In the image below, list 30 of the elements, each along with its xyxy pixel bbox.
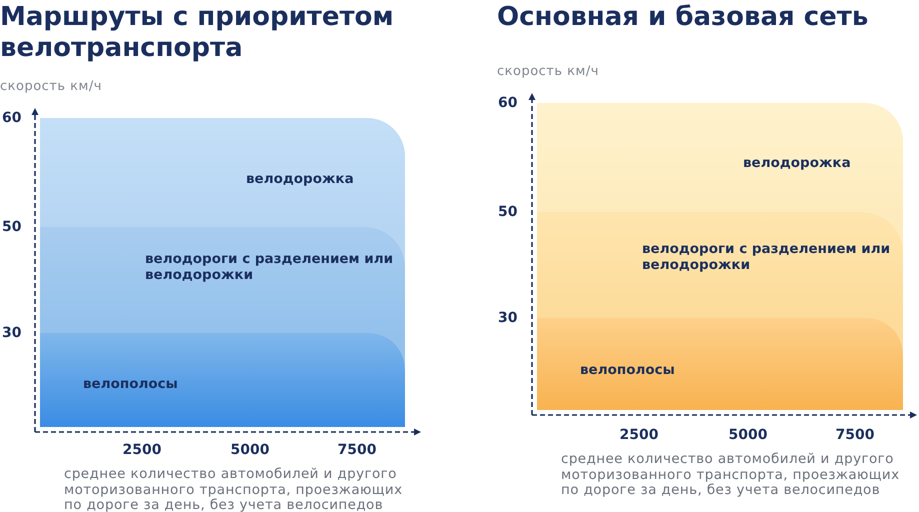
tick-label: 30: [498, 310, 518, 326]
zone-label: велополосы: [580, 362, 675, 378]
panel-title: Маршруты с приоритетом велотранспорта: [0, 2, 395, 64]
tick-label: 60: [498, 95, 518, 111]
y-axis-title: скорость км/ч: [497, 64, 599, 79]
zone-band: [40, 227, 405, 333]
y-axis-title: скорость км/ч: [0, 79, 102, 94]
zone-label: велодороги с разделением или велодорожки: [145, 251, 394, 283]
panel-title: Основная и базовая сеть: [497, 2, 870, 33]
zone-label: велополосы: [83, 376, 178, 392]
tick-label: 60: [2, 110, 22, 126]
tick-label: 5000: [230, 442, 270, 458]
x-axis-title: среднее количество автомобилей и другого моторизованного транспорта, проезжающих по дороге за день, без учета велосипедов: [64, 467, 404, 512]
tick-label: 2500: [620, 427, 658, 443]
zone-label: велодороги с разделением или велодорожки: [642, 241, 892, 273]
tick-label: 50: [498, 204, 518, 220]
x-axis-title: среднее количество автомобилей и другого моторизованного транспорта, проезжающих по дороге за день, без учета велосипедов: [561, 452, 900, 498]
tick-label: 30: [2, 325, 22, 341]
zone-band: [40, 333, 405, 427]
zone-band: [537, 318, 903, 410]
tick-label: 50: [2, 219, 22, 235]
tick-label: 2500: [122, 442, 162, 458]
zone-label: велодорожка: [246, 171, 354, 187]
zone-band: [537, 103, 903, 212]
zone-band: [40, 118, 405, 227]
tick-label: 7500: [338, 442, 376, 458]
zone-band: [537, 212, 903, 318]
zone-label: велодорожка: [743, 155, 851, 171]
tick-label: 5000: [728, 427, 768, 443]
tick-label: 7500: [836, 427, 874, 443]
